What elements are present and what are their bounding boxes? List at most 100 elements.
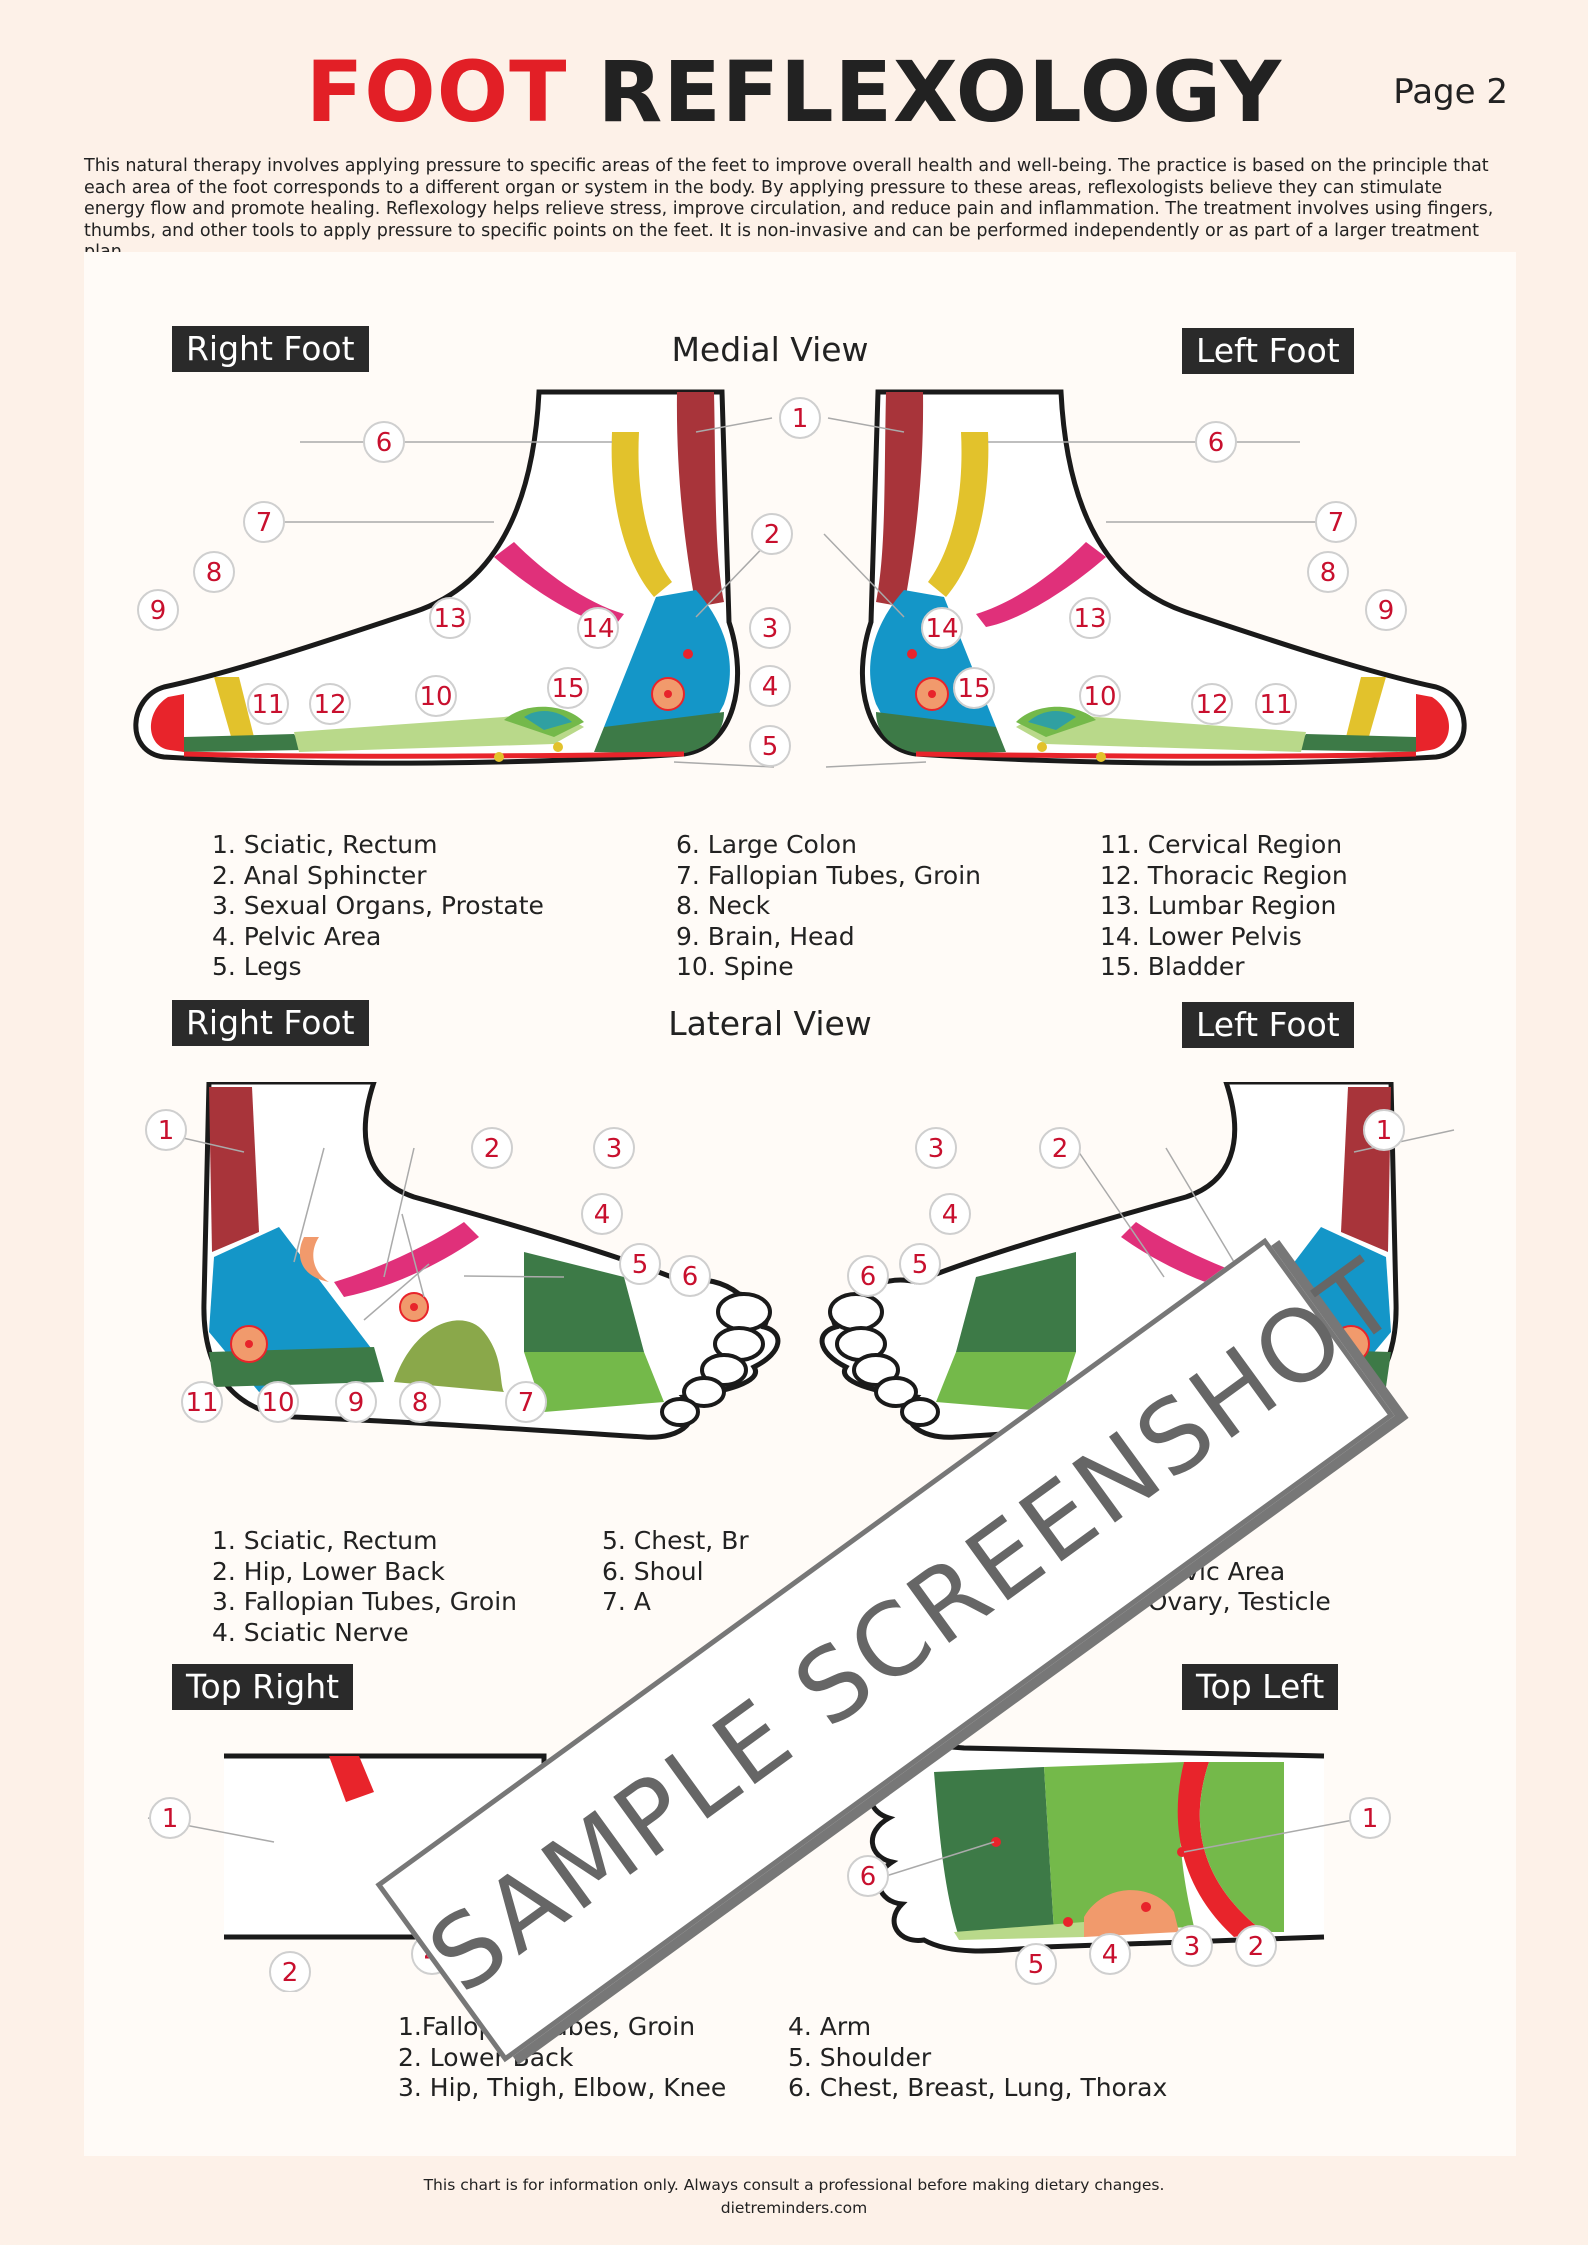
legend-item: 13. Lumbar Region bbox=[1100, 891, 1337, 920]
medial-leaders bbox=[280, 417, 1320, 768]
legend-item: 6. Large Colon bbox=[676, 830, 857, 859]
callout-number: 4 bbox=[594, 1200, 611, 1230]
callout-number: 10 bbox=[261, 1388, 294, 1418]
medial-right-foot-tag: Right Foot bbox=[172, 326, 369, 372]
callout-number: 2 bbox=[1248, 1932, 1265, 1962]
lateral-leaders bbox=[147, 1129, 1455, 1321]
callout-number: 11 bbox=[1259, 690, 1292, 720]
callout-circle bbox=[1363, 1109, 1405, 1151]
legend-item: 4. Pelvic Area bbox=[212, 921, 382, 951]
title-word-reflexology: REFLEXOLOGY bbox=[597, 43, 1283, 141]
legend-item: 4. Sciatic Nerve bbox=[212, 1617, 409, 1647]
legend-item: 2. Lower Back bbox=[398, 2042, 574, 2072]
top-left-tag: Top Left bbox=[1182, 1664, 1339, 1710]
callout-circle bbox=[363, 421, 405, 463]
callout-number: 4 bbox=[762, 672, 779, 702]
callout-number: 5 bbox=[762, 732, 779, 762]
callout-circle bbox=[749, 607, 791, 649]
callout-number: 11 bbox=[185, 1388, 218, 1418]
callout-number: 12 bbox=[313, 690, 346, 720]
legend-item: 2. Anal Sphincter bbox=[212, 860, 427, 890]
callout-number: 1 bbox=[1362, 1804, 1379, 1834]
callout-number: 7 bbox=[1328, 508, 1345, 538]
callout-number: 6 bbox=[376, 428, 393, 458]
callout-circle bbox=[505, 1381, 547, 1423]
legend-item: 1. Sciatic, Rectum bbox=[212, 1526, 438, 1555]
callout-circle bbox=[749, 665, 791, 707]
callout-number: 9 bbox=[150, 596, 167, 626]
callout-circle bbox=[1235, 1925, 1277, 1967]
callout-number: 7 bbox=[518, 1388, 535, 1418]
callout-number: 1 bbox=[158, 1116, 175, 1146]
callout-circle bbox=[1069, 597, 1111, 639]
callout-circle bbox=[669, 1255, 711, 1297]
callout-circle bbox=[269, 1951, 311, 1992]
top-legend-col1: 1.Fallopian Tubes, Groin 2. Lower Back 3… bbox=[398, 2012, 726, 2104]
callout-circle bbox=[181, 1381, 223, 1423]
callout-number: 2 bbox=[484, 1134, 501, 1164]
callout-circle bbox=[1015, 1943, 1057, 1985]
callout-circle bbox=[847, 1855, 889, 1897]
callout-circle bbox=[577, 607, 619, 649]
callout-circle bbox=[1349, 1797, 1391, 1839]
callout-circle bbox=[899, 1243, 941, 1285]
callout-number: 6 bbox=[860, 1862, 877, 1892]
callout-circle bbox=[1307, 551, 1349, 593]
page-number: Page 2 bbox=[1393, 72, 1508, 112]
medial-legend-col2: 6. Large Colon 7. Fallopian Tubes, Groin… bbox=[676, 830, 981, 983]
legend-item: 11. Cervical Region bbox=[1100, 830, 1343, 859]
medial-legend-col1: 1. Sciatic, Rectum 2. Anal Sphincter 3. … bbox=[212, 830, 544, 983]
legend-item: 14. Lower Pelvis bbox=[1100, 921, 1302, 951]
callout-number: 2 bbox=[282, 1958, 299, 1988]
callout-number: 1 bbox=[1376, 1116, 1393, 1146]
callout-circle bbox=[193, 551, 235, 593]
callout-circle bbox=[581, 1193, 623, 1235]
callout-number: 15 bbox=[957, 674, 990, 704]
title-word-foot: FOOT bbox=[305, 43, 568, 141]
callout-circle bbox=[915, 1127, 957, 1169]
page-title: FOOT REFLEXOLOGY bbox=[0, 50, 1588, 134]
medial-left-foot-tag: Left Foot bbox=[1182, 328, 1354, 374]
callout-circle bbox=[547, 667, 589, 709]
callout-circle bbox=[257, 1381, 299, 1423]
callout-circle bbox=[1039, 1127, 1081, 1169]
callout-number: 6 bbox=[1208, 428, 1225, 458]
callout-circle bbox=[429, 597, 471, 639]
lateral-legend-col2: 5. Chest, Br 6. Shoul 7. A bbox=[602, 1526, 749, 1618]
callout-number: 3 bbox=[762, 614, 779, 644]
footer-site: dietreminders.com bbox=[720, 2199, 868, 2217]
callout-number: 5 bbox=[1028, 1950, 1045, 1980]
callout-circle bbox=[751, 513, 793, 555]
medial-legend-col3: 11. Cervical Region 12. Thoracic Region … bbox=[1100, 830, 1348, 983]
callout-circle bbox=[921, 607, 963, 649]
legend-item: 2. Hip, Lower Back bbox=[212, 1556, 445, 1586]
top-left-foot bbox=[868, 1744, 1325, 1954]
callout-number: 5 bbox=[912, 1250, 929, 1280]
legend-item: 5. Chest, Br bbox=[602, 1526, 749, 1555]
legend-item: 8. Neck bbox=[676, 891, 771, 920]
top-legend-col2: 4. Arm 5. Shoulder 6. Chest, Breast, Lun… bbox=[788, 2012, 1167, 2104]
callout-circle bbox=[1195, 421, 1237, 463]
callout-circle bbox=[1191, 683, 1233, 725]
legend-item: 6. Chest, Breast, Lung, Thorax bbox=[788, 2073, 1168, 2102]
callout-circle bbox=[149, 1797, 191, 1839]
callout-circle bbox=[1365, 589, 1407, 631]
legend-item: 3. Fallopian Tubes, Groin bbox=[212, 1587, 517, 1616]
callout-circle bbox=[471, 1127, 513, 1169]
callout-number: 12 bbox=[1195, 690, 1228, 720]
callout-circle bbox=[953, 667, 995, 709]
callout-circle bbox=[137, 589, 179, 631]
callout-circle bbox=[309, 683, 351, 725]
callout-number: 13 bbox=[433, 604, 466, 634]
callout-number: 2 bbox=[764, 520, 781, 550]
callout-circle bbox=[1315, 501, 1357, 543]
legend-item: 7. A bbox=[602, 1587, 651, 1616]
callout-circle bbox=[593, 1127, 635, 1169]
callout-number: 3 bbox=[928, 1134, 945, 1164]
callout-circle bbox=[929, 1193, 971, 1235]
callout-number: 9 bbox=[348, 1388, 365, 1418]
chart-panel: Right Foot Medial View Left Foot bbox=[84, 252, 1516, 2156]
callout-number: 14 bbox=[925, 614, 958, 644]
callout-number: 10 bbox=[419, 682, 452, 712]
